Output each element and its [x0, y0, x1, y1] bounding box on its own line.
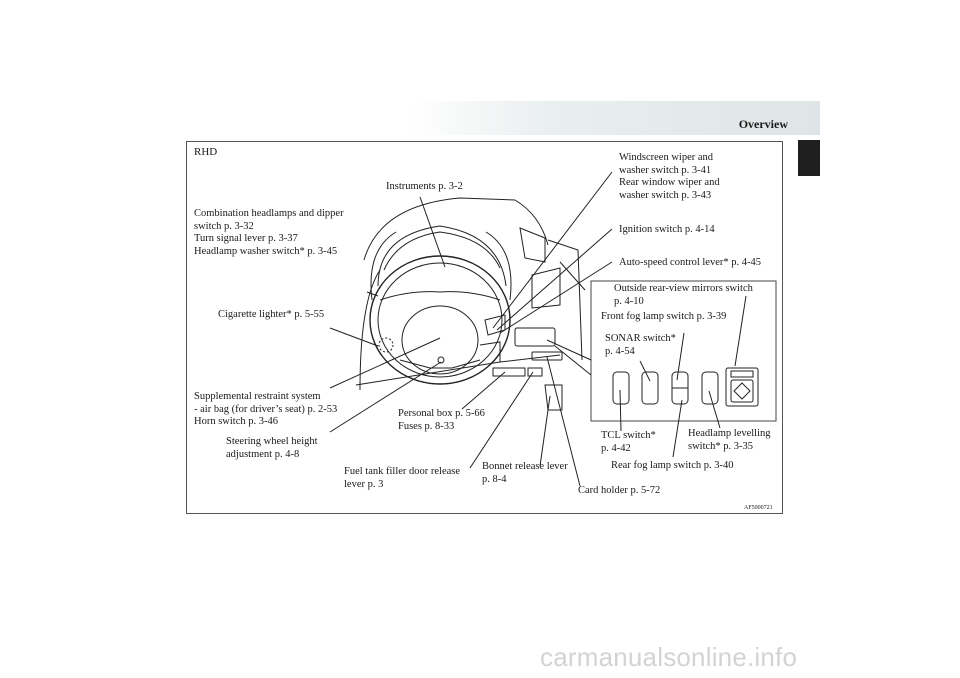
- callout-cigarette: Cigarette lighter* p. 5-55: [218, 309, 325, 320]
- callout-steering: Steering wheel height adjustment p. 4-8: [226, 436, 318, 460]
- callout-combination: Combination headlamps and dipper switch …: [194, 208, 344, 257]
- callout-auto-speed: Auto-speed control lever* p. 4-45: [619, 257, 762, 268]
- callout-fuel-tank: Fuel tank filler door release lever p. 3: [344, 466, 461, 490]
- watermark-text: carmanualsonline.info: [540, 642, 798, 672]
- callout-instruments: Instruments p. 3-2: [386, 181, 463, 192]
- callout-tcl: TCL switch* p. 4-42: [601, 430, 656, 454]
- figure-id: AF5000721: [744, 505, 773, 511]
- callout-sonar: SONAR switch* p. 4-54: [605, 333, 676, 357]
- callout-outside-mirrors: Outside rear-view mirrors switch p. 4-10: [614, 283, 753, 307]
- callout-bonnet: Bonnet release lever p. 8-4: [482, 461, 568, 485]
- callout-card-holder: Card holder p. 5-72: [578, 485, 661, 496]
- page-header-title: Overview: [738, 117, 788, 131]
- header-band: [410, 101, 820, 135]
- callout-front-fog: Front fog lamp switch p. 3-39: [601, 311, 727, 322]
- callout-srs: Supplemental restraint system - air bag …: [194, 391, 338, 427]
- callout-personal-box: Personal box p. 5-66 Fuses p. 8-33: [398, 408, 485, 432]
- figure-frame: [186, 141, 783, 514]
- callout-headlamp-levelling: Headlamp levelling switch* p. 3-35: [688, 428, 771, 452]
- region-tag: RHD: [194, 146, 218, 158]
- callout-ignition: Ignition switch p. 4-14: [619, 224, 715, 235]
- callout-wiper: Windscreen wiper and washer switch p. 3-…: [619, 152, 720, 201]
- section-tab: [798, 140, 820, 176]
- callout-rear-fog: Rear fog lamp switch p. 3-40: [611, 460, 734, 471]
